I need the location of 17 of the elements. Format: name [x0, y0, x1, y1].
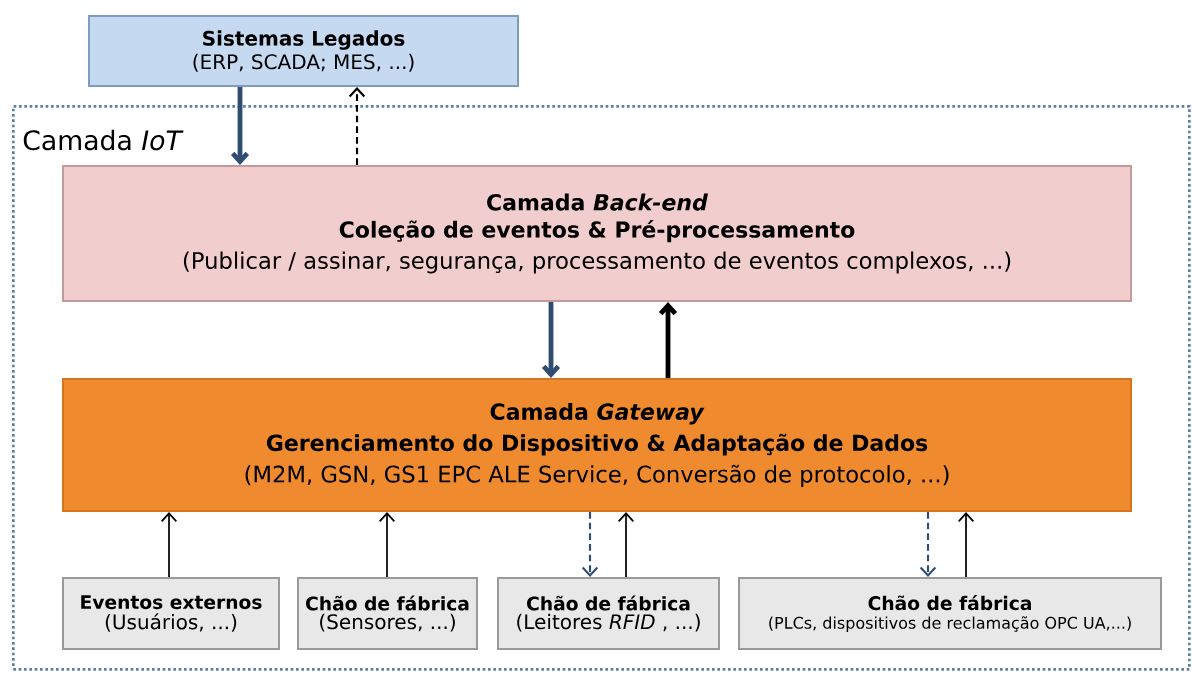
arrow — [919, 512, 937, 577]
arrow — [348, 87, 366, 165]
source-box: Chão de fábrica (Sensores, ...) — [297, 577, 478, 650]
arrow — [378, 512, 396, 578]
arrow — [230, 87, 250, 165]
arrow — [957, 512, 975, 578]
arrow — [160, 512, 178, 578]
source-box: Chão de fábrica (Leitores RFID , ...) — [497, 577, 720, 650]
arrow — [541, 302, 561, 378]
layer-box: Camada Back-end Coleção de eventos & Pré-processamento (Publicar / assinar, segurança, processamento de eventos complexos, ...) — [62, 165, 1132, 302]
arrow — [658, 302, 678, 378]
arrow — [581, 512, 599, 577]
source-box: Eventos externos (Usuários, ...) — [62, 577, 280, 650]
system-box: Sistemas Legados (ERP, SCADA; MES, ...) — [88, 15, 519, 87]
layer-box: Camada Gateway Gerenciamento do Dispositivo & Adaptação de Dados (M2M, GSN, GS1 EPC ALE Service, Conversão de protocolo, ...) — [62, 378, 1132, 512]
source-box: Chão de fábrica (PLCs, dispositivos de reclamação OPC UA,...) — [738, 577, 1162, 650]
arrow — [617, 512, 635, 578]
